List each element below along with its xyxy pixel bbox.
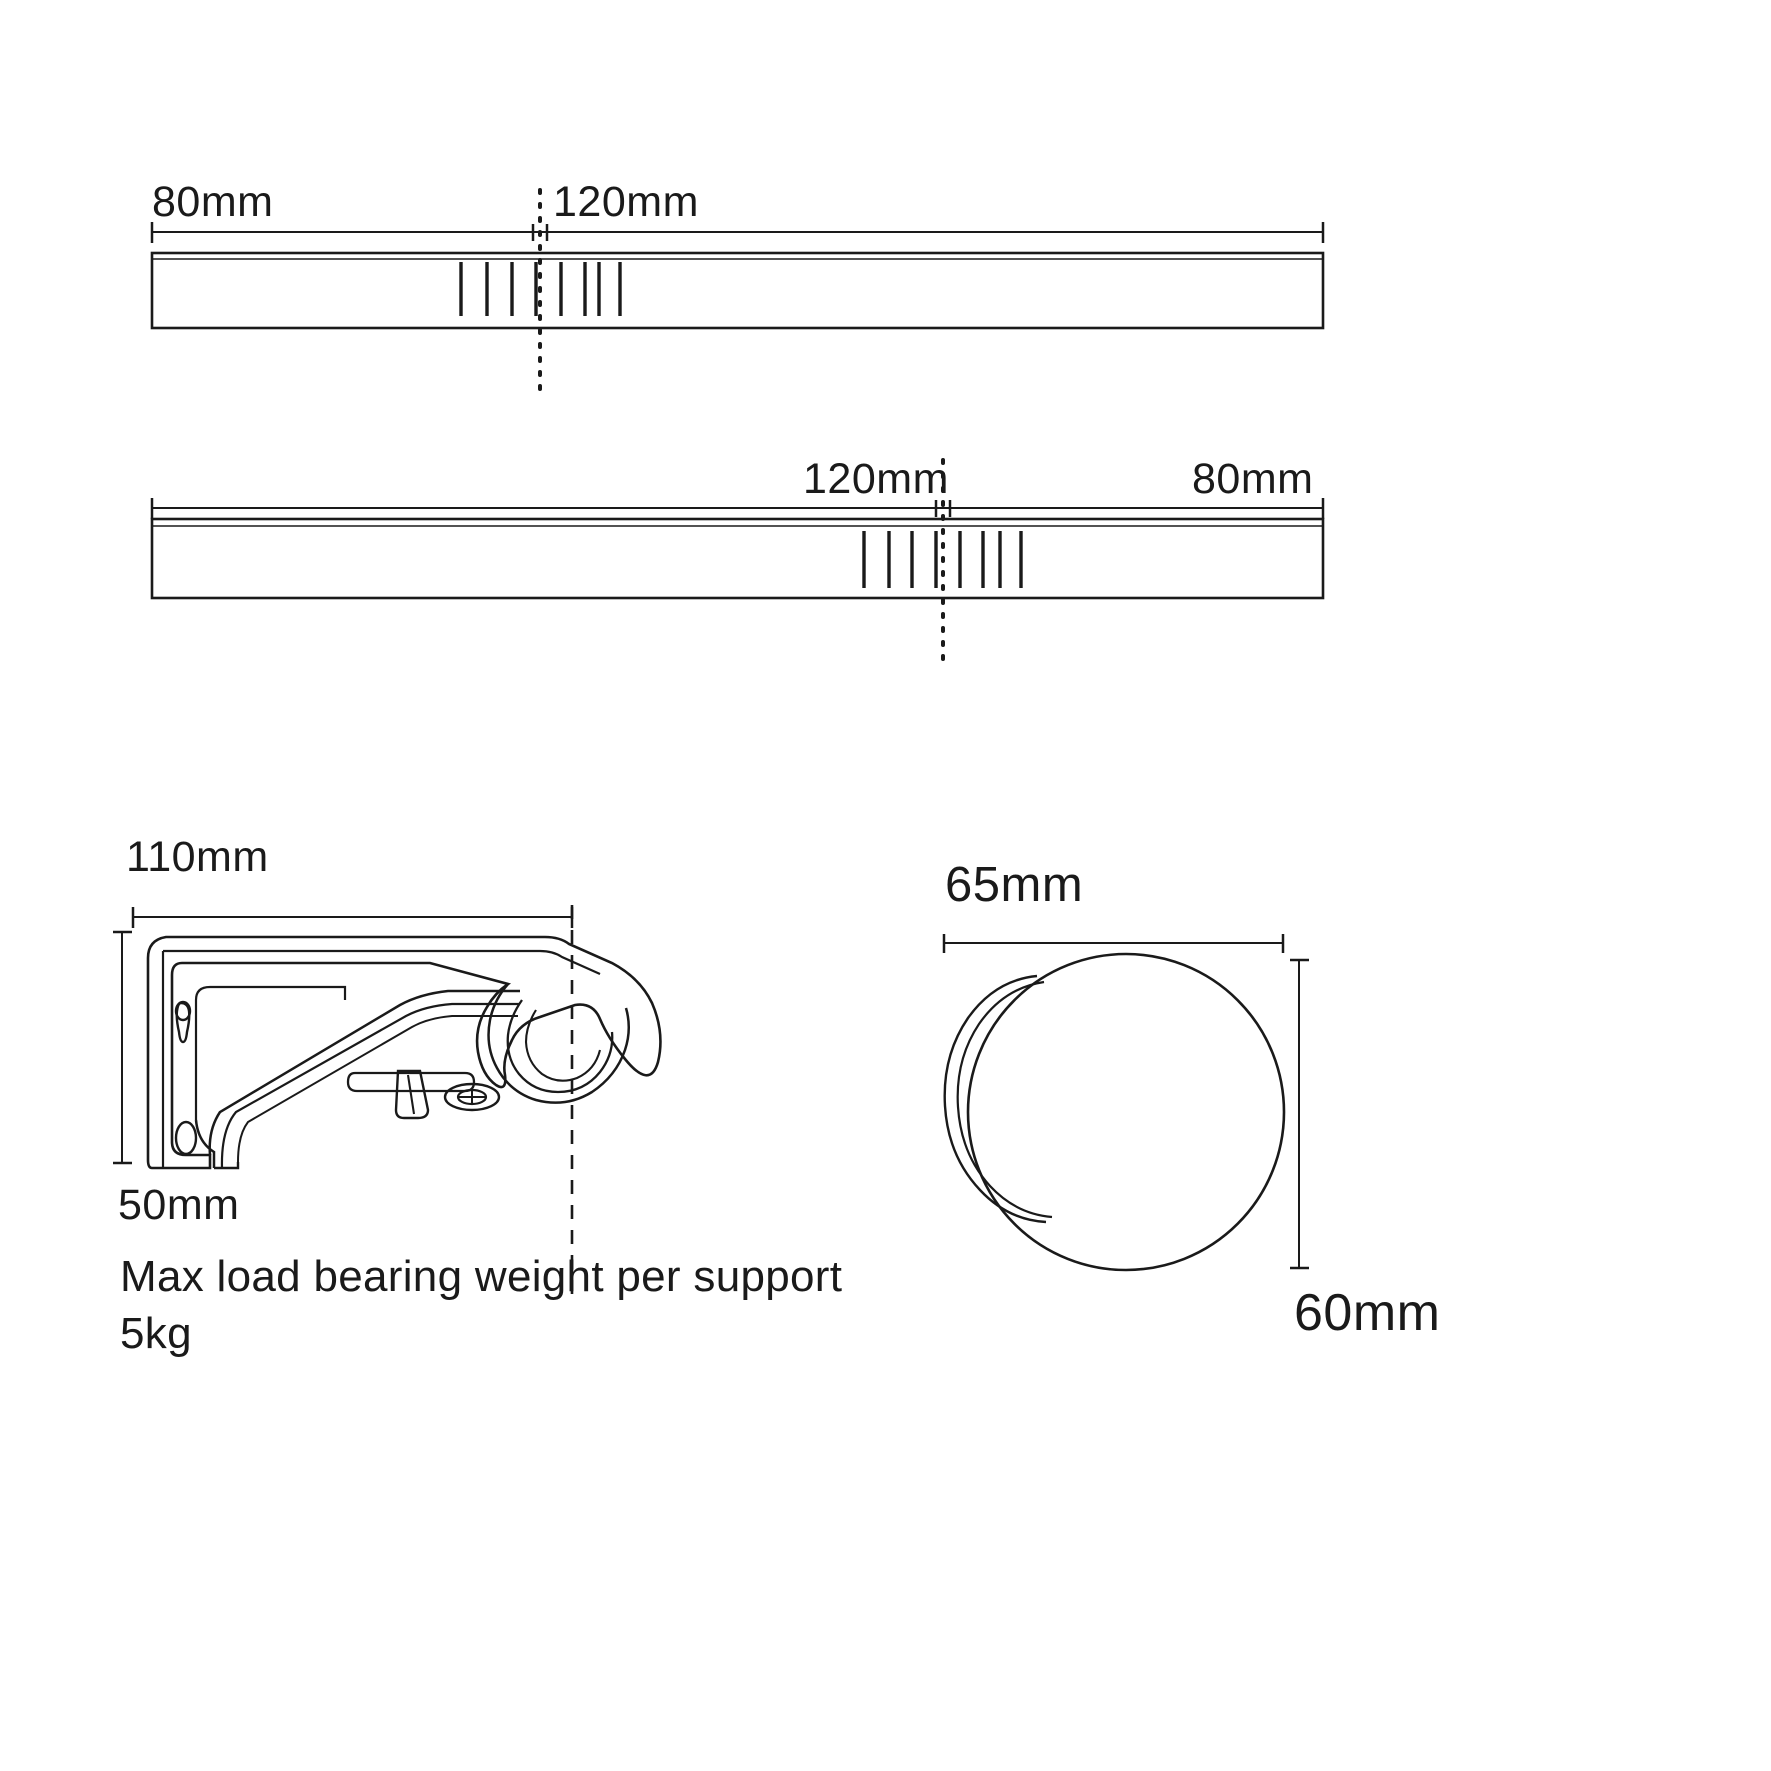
rod1-dimension-line	[150, 222, 1325, 243]
bracket-plate-recess	[194, 985, 347, 1001]
bracket-brace-line1	[208, 989, 520, 1156]
bracket-cradle-outer	[487, 983, 630, 1104]
bracket-outer-profile	[146, 935, 662, 1170]
rod-top-view	[150, 188, 1325, 392]
finial-collar-inner	[956, 980, 1053, 1219]
rod1-hatch-marks	[459, 262, 622, 316]
rod-bottom-view	[150, 458, 1325, 664]
bracket-width-dimension	[131, 907, 574, 928]
bracket-brace-foot	[214, 1162, 240, 1170]
bracket-side-view	[113, 905, 662, 1298]
finial-height-dimension	[1290, 958, 1309, 1270]
bracket-height-dimension	[113, 930, 132, 1165]
load-bearing-caption-line2: 5kg	[120, 1309, 192, 1358]
finial-height-dimension-label: 60mm	[1294, 1284, 1441, 1342]
bracket-top-arm-inner	[163, 949, 601, 976]
load-bearing-caption-line1: Max load bearing weight per support	[120, 1252, 843, 1301]
finial-ball	[966, 952, 1286, 1272]
bracket-lower-fixing-hole	[174, 1120, 198, 1156]
bracket-width-dimension-label: 110mm	[126, 833, 269, 881]
bracket-height-dimension-label: 50mm	[118, 1181, 240, 1229]
bracket-cradle-inner	[506, 999, 614, 1094]
rod1-left-dimension-label: 80mm	[152, 178, 274, 226]
bracket-brace-outer	[194, 1119, 216, 1168]
bracket-screw-boss	[443, 1082, 501, 1112]
finial-width-dimension	[942, 934, 1285, 953]
rod2-body	[150, 517, 1325, 600]
bracket-brace-line2	[220, 1002, 520, 1169]
bracket-top-slot	[346, 1071, 476, 1093]
finial-width-dimension-label: 65mm	[945, 858, 1084, 912]
rod1-right-dimension-label: 120mm	[553, 178, 699, 226]
rod1-body	[150, 251, 1325, 330]
finial-front-view	[942, 934, 1309, 1272]
bracket-cradle-inner2	[524, 1009, 602, 1082]
bracket-screw-head	[456, 1088, 488, 1106]
rod2-dimension-line	[150, 498, 1325, 519]
bracket-keyhole-circle	[174, 1000, 192, 1022]
bracket-keyhole-slot	[175, 1001, 191, 1044]
rod2-hatch-marks	[862, 531, 1023, 588]
rod2-right-dimension-label: 80mm	[1192, 455, 1314, 503]
bracket-brace-line3	[237, 1015, 518, 1163]
finial-collar	[943, 974, 1047, 1224]
rod2-left-dimension-label: 120mm	[803, 455, 949, 503]
bracket-locking-wedge	[394, 1069, 430, 1120]
